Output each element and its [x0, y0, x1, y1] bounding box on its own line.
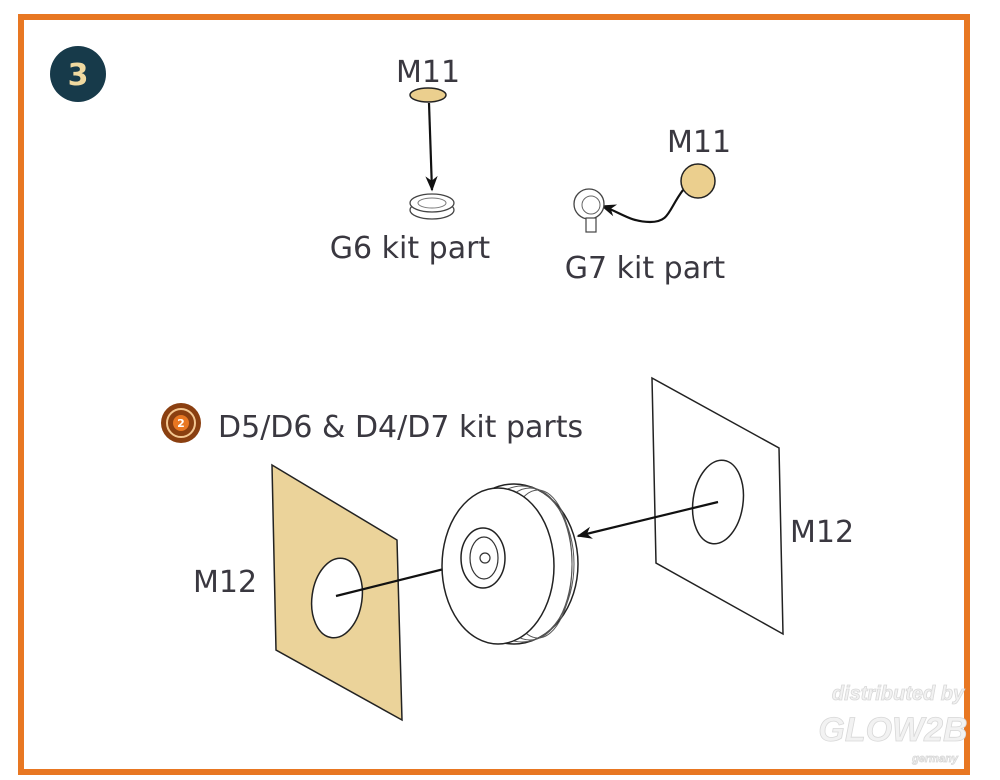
- arrow-curved: [600, 189, 684, 224]
- m11-label-left: M11: [396, 55, 460, 90]
- m11-disc-right: [680, 163, 716, 199]
- arrow-right-to-wheel: [576, 500, 719, 539]
- m12-mask-left: [271, 463, 403, 722]
- step-frame: [18, 14, 970, 775]
- watermark-line1: distributed by: [832, 683, 965, 705]
- distributor-watermark: distributed by GLOW2B germany: [818, 683, 968, 766]
- g7-kit-part-label: G7 kit part: [565, 251, 726, 286]
- arrow-down: [425, 102, 438, 192]
- step-number-badge: 3: [50, 46, 106, 102]
- m12-mask-right: [651, 376, 784, 636]
- m12-label-right: M12: [790, 515, 854, 550]
- reference-number: 2: [177, 417, 185, 430]
- step-2-reference-icon: 2: [161, 403, 201, 443]
- watermark-line2: GLOW2B: [818, 711, 967, 749]
- g6-kit-part-label: G6 kit part: [330, 231, 491, 266]
- g7-assembly: M11 G7 kit part: [565, 125, 731, 286]
- m12-label-left: M12: [193, 565, 257, 600]
- watermark-line3: germany: [911, 753, 959, 765]
- kit-parts-label: D5/D6 & D4/D7 kit parts: [218, 410, 583, 445]
- g6-assembly: M11 G6 kit part: [330, 55, 491, 266]
- step-number: 3: [68, 58, 89, 93]
- m11-label-right: M11: [667, 125, 731, 160]
- m11-disc-left: [409, 87, 447, 103]
- g7-part: [573, 188, 605, 233]
- wheel: [441, 483, 579, 645]
